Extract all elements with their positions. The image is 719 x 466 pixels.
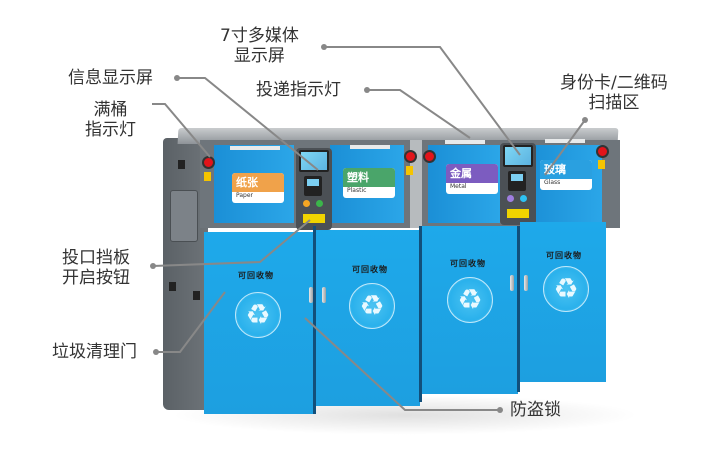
flap-open-button[interactable] — [507, 195, 514, 202]
callout-text: 防盗锁 — [510, 400, 561, 420]
full-bin-indicator-light — [596, 145, 609, 158]
callout-text: 垃圾清理门 — [52, 342, 137, 362]
bin-label-plastic: 塑料 Plastic — [343, 168, 395, 198]
callout-text: 信息显示屏 — [68, 68, 153, 88]
callout-text: 身份卡/二维码 — [560, 73, 668, 93]
callout-multimedia-screen: 7寸多媒体 显示屏 — [220, 26, 299, 66]
callout-text: 开启按钮 — [62, 268, 130, 288]
door-sign: 可回收物 — [534, 250, 594, 261]
callout-info-screen: 信息显示屏 — [68, 68, 153, 88]
warning-sticker-icon — [406, 166, 413, 175]
side-vent — [178, 160, 185, 169]
instruction-plate — [507, 209, 529, 218]
warning-sticker-icon — [204, 172, 211, 181]
flap-open-button[interactable] — [316, 200, 323, 207]
bin-label-metal: 金属 Metal — [446, 164, 498, 194]
callout-text: 投口挡板 — [62, 248, 130, 268]
bin-label-glass: 玻璃 Glass — [540, 160, 592, 190]
info-screen — [307, 179, 319, 186]
door-gap — [419, 226, 422, 402]
anti-theft-lock[interactable] — [322, 287, 326, 303]
flap-open-button[interactable] — [520, 195, 527, 202]
callout-drop-indicator: 投递指示灯 — [256, 80, 341, 100]
callout-text: 7寸多媒体 — [220, 26, 299, 46]
callout-text: 满桶 — [93, 100, 128, 120]
flap-open-button[interactable] — [303, 200, 310, 207]
side-vent — [193, 291, 200, 300]
anti-theft-lock[interactable] — [309, 287, 313, 303]
drop-slot[interactable] — [445, 140, 485, 144]
recycle-icon: ♻ — [235, 292, 281, 338]
info-display-scanner[interactable] — [304, 176, 322, 196]
door-gap — [313, 226, 316, 414]
recycle-icon: ♻ — [543, 266, 589, 312]
bin-label-cn: 金属 — [446, 164, 498, 183]
multimedia-screen[interactable] — [299, 150, 329, 172]
bin-label-en: Paper — [236, 192, 253, 199]
warning-sticker-icon — [598, 160, 605, 169]
side-vent — [169, 282, 176, 291]
callout-text: 投递指示灯 — [256, 80, 341, 100]
bin-label-paper: 纸张 Paper — [232, 173, 284, 203]
callout-id-scan-area: 身份卡/二维码 扫描区 — [560, 73, 668, 113]
multimedia-screen[interactable] — [503, 145, 533, 167]
control-terminal-left — [296, 148, 332, 230]
recycle-icon: ♻ — [349, 283, 395, 329]
door-sign-title: 可回收物 — [450, 259, 486, 268]
bin-label-en: Plastic — [347, 187, 367, 194]
door-sign: 可回收物 — [340, 264, 400, 275]
callout-anti-theft-lock: 防盗锁 — [510, 400, 561, 420]
bin-label-cn: 塑料 — [343, 168, 395, 187]
door-sign: 可回收物 — [438, 258, 498, 269]
drop-slot[interactable] — [545, 139, 585, 143]
door-gap — [517, 226, 520, 392]
door-sign: 可回收物 — [226, 270, 286, 281]
anti-theft-lock[interactable] — [510, 275, 514, 291]
door-sign-title: 可回收物 — [352, 265, 388, 274]
anti-theft-lock[interactable] — [524, 275, 528, 291]
side-card-reader — [170, 190, 198, 242]
drop-slot[interactable] — [350, 145, 390, 149]
full-bin-indicator-light — [202, 156, 215, 169]
callout-flap-button: 投口挡板 开启按钮 — [62, 248, 130, 288]
bin-label-en: Glass — [544, 179, 561, 186]
full-bin-indicator-light — [404, 150, 417, 163]
callout-text: 指示灯 — [85, 120, 136, 140]
bin-label-en: Metal — [450, 183, 467, 190]
recycle-icon: ♻ — [447, 277, 493, 323]
door-sign-title: 可回收物 — [238, 271, 274, 280]
scanner-screen — [511, 174, 523, 181]
door-sign-title: 可回收物 — [546, 251, 582, 260]
callout-cleaning-door: 垃圾清理门 — [52, 342, 137, 362]
bin-label-cn: 纸张 — [232, 173, 284, 192]
callout-full-indicator: 满桶 指示灯 — [85, 100, 136, 140]
bin-label-cn: 玻璃 — [540, 160, 592, 179]
callout-text: 显示屏 — [233, 46, 285, 66]
full-bin-indicator-light — [423, 150, 436, 163]
callout-text: 扫描区 — [588, 93, 640, 113]
instruction-plate — [303, 214, 325, 223]
id-qr-scan-area[interactable] — [508, 171, 526, 191]
drop-slot[interactable] — [230, 146, 280, 150]
control-terminal-right — [500, 143, 536, 225]
